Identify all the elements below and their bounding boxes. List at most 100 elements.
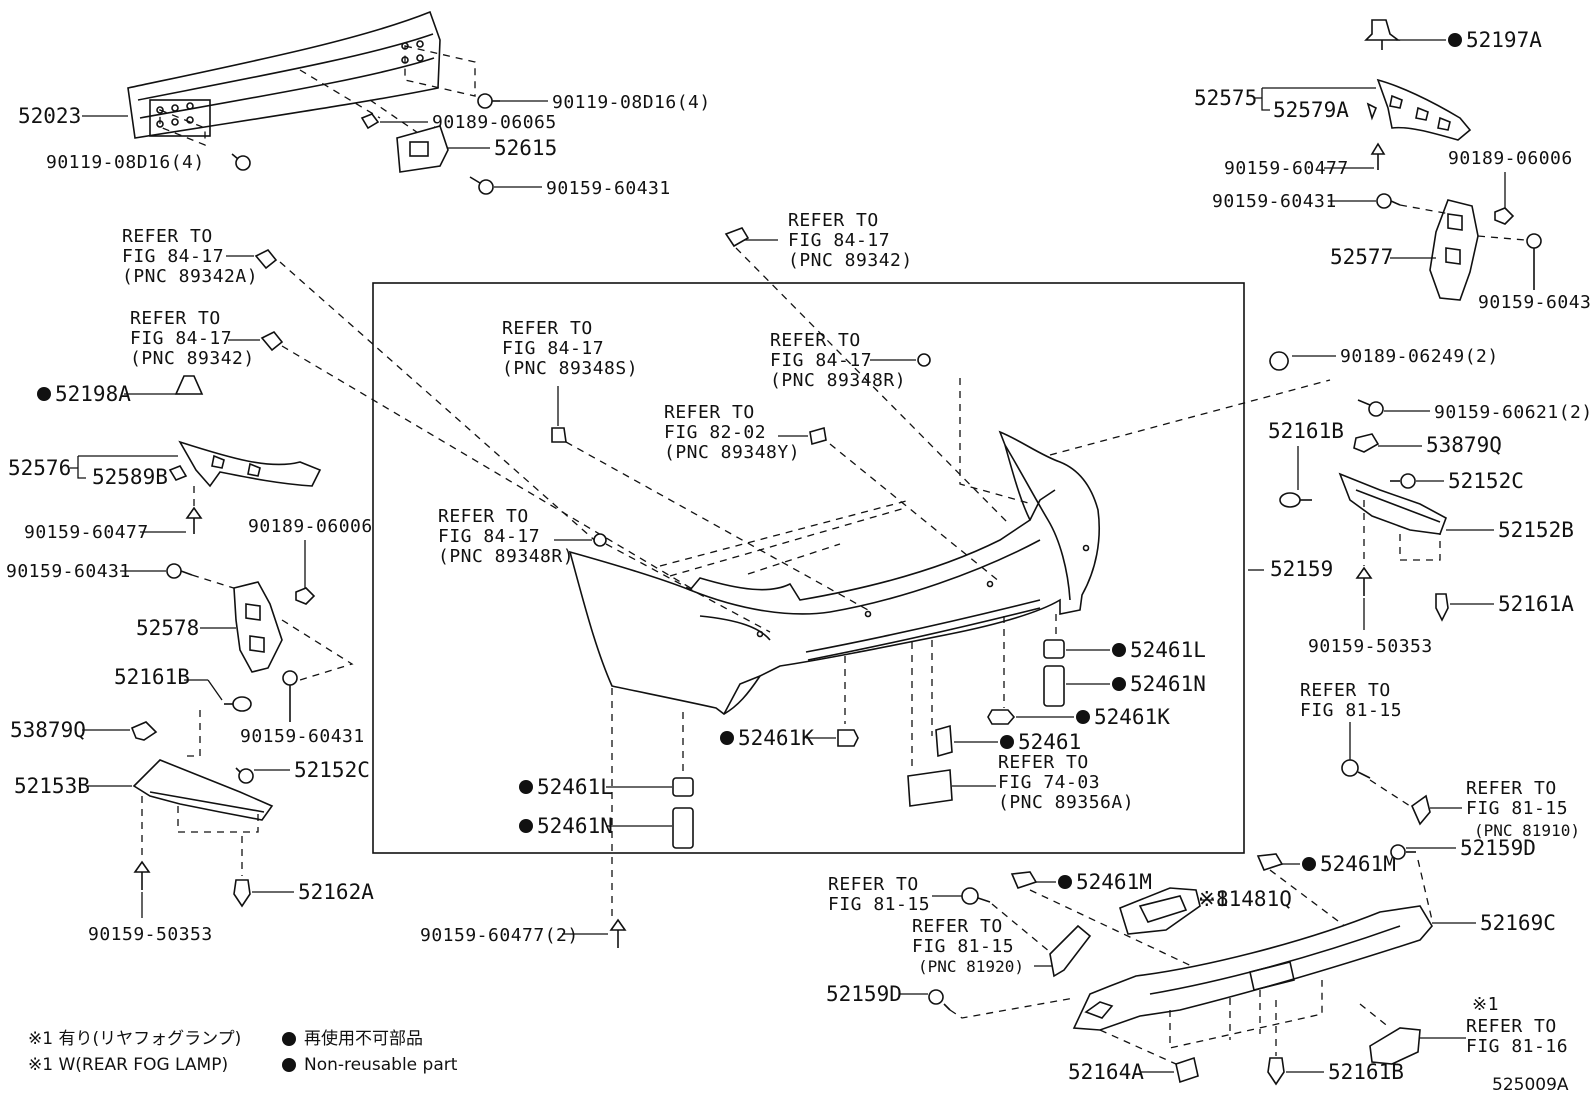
bumper-cover-part <box>568 430 1101 715</box>
label-52161a: 52161A <box>1498 592 1574 616</box>
non-reusable-dot <box>37 387 51 401</box>
label-52198a: 52198A <box>55 382 131 406</box>
clip-icon <box>1364 19 1401 50</box>
clip-icon <box>174 375 204 395</box>
non-reusable-dot <box>1112 677 1126 691</box>
bumper-reinforcement-part <box>127 10 441 139</box>
label-52161b-right: 52161B <box>1268 419 1344 443</box>
screw-icon <box>1390 473 1416 489</box>
non-reusable-dot <box>1448 33 1462 47</box>
pad-52461-part <box>935 724 953 758</box>
bolt-icon <box>231 153 251 171</box>
label-52164a: 52164A <box>1068 1060 1144 1084</box>
non-reusable-dot <box>519 780 533 794</box>
label-52152c-right: 52152C <box>1448 469 1524 493</box>
bolt-icon <box>477 93 500 109</box>
label-52152b: 52152B <box>1498 518 1574 542</box>
fog-lamp-81481q-part <box>1119 887 1201 935</box>
reflector-part <box>1411 794 1431 826</box>
bracket-52152b-part <box>1338 472 1447 535</box>
pad-52461m-part <box>1010 871 1038 889</box>
bolt-icon <box>1526 233 1542 290</box>
label-90159-60621: 90159-60621(2) <box>1434 402 1592 423</box>
label-90159-60431-right2: 90159-60431 <box>1478 292 1592 313</box>
pad-52461l-part <box>672 777 694 797</box>
bolt-icon <box>185 506 203 534</box>
label-52578: 52578 <box>136 616 199 640</box>
non-reusable-dot <box>1000 735 1014 749</box>
non-reusable-dot <box>1302 857 1316 871</box>
label-52152c-left: 52152C <box>294 758 370 782</box>
non-reusable-dot <box>720 731 734 745</box>
clip-icon <box>168 465 188 481</box>
label-52461l-a: 52461L <box>537 775 613 799</box>
clip-icon <box>130 721 158 741</box>
label-52461m-b: 52461M <box>1320 852 1396 876</box>
fog-cover-part <box>1369 1027 1421 1065</box>
refer-label: (PNC 81920) <box>918 957 1024 976</box>
bolt-icon <box>282 670 298 722</box>
non-reusable-dot <box>1076 710 1090 724</box>
label-52169c: 52169C <box>1480 911 1556 935</box>
label-52575: 52575 <box>1194 86 1257 110</box>
clip-icon <box>233 879 251 908</box>
retainer-52575-part <box>1376 78 1472 141</box>
retainer-52576-part <box>178 440 322 488</box>
label-90159-60477-left: 90159-60477 <box>24 522 149 543</box>
legend-nonreuse-jp: 再使用不可部品 <box>304 1028 423 1049</box>
bolt-icon <box>1370 142 1386 170</box>
label-52161b-left: 52161B <box>114 665 190 689</box>
label-52159d-left: 52159D <box>826 982 902 1006</box>
nut-icon <box>1269 351 1289 371</box>
label-90159-50353-left: 90159-50353 <box>88 924 213 945</box>
label-52461k-a: 52461K <box>738 726 814 750</box>
pad-52461k-part <box>837 729 859 747</box>
bracket-52577-part <box>1429 199 1479 301</box>
label-52461n-b: 52461N <box>1130 672 1206 696</box>
bolt-icon <box>133 860 151 890</box>
screw-icon <box>928 989 951 1011</box>
plate-52164a-part <box>1175 1056 1199 1084</box>
label-90189-06006-right: 90189-06006 <box>1448 148 1573 169</box>
clip-icon <box>1353 433 1380 453</box>
label-52579a: 52579A <box>1273 98 1349 122</box>
refer-label: ※1 <box>1472 994 1499 1015</box>
label-52576: 52576 <box>8 456 71 480</box>
label-52615: 52615 <box>494 136 557 160</box>
label-90119-08d16-right: 90119-08D16(4) <box>552 92 711 113</box>
non-reusable-dot <box>519 819 533 833</box>
clip-icon <box>1267 1057 1285 1086</box>
label-52461n-a: 52461N <box>537 814 613 838</box>
label-52461k-b: 52461K <box>1094 705 1170 729</box>
bolt-icon <box>1376 193 1401 209</box>
legend-dot-icon <box>282 1058 296 1072</box>
pad-52461k-part <box>987 709 1016 725</box>
legend-nonreuse-en: Non-reusable part <box>304 1055 458 1075</box>
non-reusable-dot <box>1058 875 1072 889</box>
lower-cover-52169c-part <box>1072 905 1433 1031</box>
clip-icon <box>224 696 252 712</box>
clip-icon <box>1279 492 1312 508</box>
label-90189-06065: 90189-06065 <box>432 112 557 133</box>
label-52197a: 52197A <box>1466 28 1542 52</box>
assembly-box <box>372 282 1245 854</box>
label-90159-60431-top: 90159-60431 <box>546 178 671 199</box>
legend-dot-icon <box>282 1032 296 1046</box>
label-52162a: 52162A <box>298 880 374 904</box>
label-53879q-right: 53879Q <box>1426 433 1502 457</box>
label-90159-60477-2: 90159-60477(2) <box>420 925 579 946</box>
label-52461: 52461 <box>1018 730 1081 754</box>
label-52577: 52577 <box>1330 245 1393 269</box>
pad-52461l-part <box>1043 639 1065 659</box>
